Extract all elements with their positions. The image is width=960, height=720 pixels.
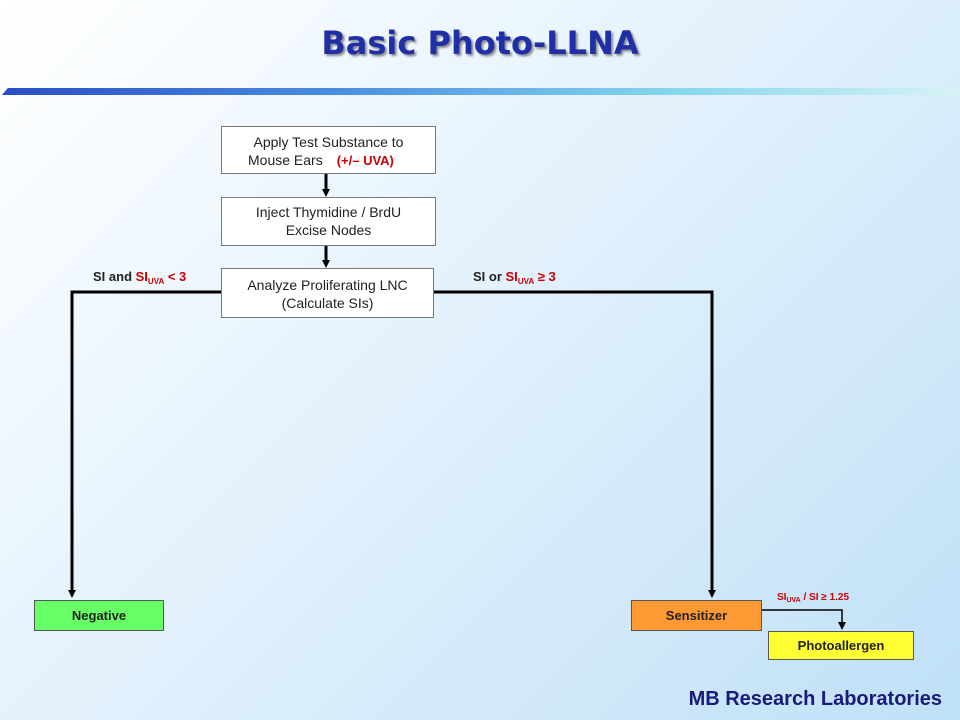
- condition-sensitizer-pre: SI or: [473, 269, 506, 284]
- arrow-to-sensitizer: [434, 290, 716, 598]
- page-title: Basic Photo-LLNA: [321, 24, 639, 62]
- uva-label: (+/– UVA): [336, 153, 394, 168]
- outcome-negative: Negative: [34, 600, 164, 631]
- condition-sensitizer-post: ≥ 3: [534, 269, 556, 284]
- step-inject-line1: Inject Thymidine / BrdU: [255, 204, 402, 220]
- condition-photo-sub: UVA: [786, 597, 801, 604]
- condition-photoallergen: SIUVA / SI ≥ 1.25: [777, 592, 849, 604]
- condition-photo-si: SI: [777, 592, 787, 603]
- condition-sensitizer-si: SI: [505, 269, 518, 284]
- condition-photo-post: / SI ≥ 1.25: [800, 592, 850, 603]
- condition-negative-sub: UVA: [147, 277, 165, 286]
- outcome-sensitizer: Sensitizer: [631, 600, 762, 631]
- step-inject-line2: Excise Nodes: [285, 222, 372, 238]
- footer-organization: MB Research Laboratories: [688, 688, 942, 710]
- condition-negative-si: SI: [135, 269, 148, 284]
- step-analyze-line1: Analyze Proliferating LNC: [247, 277, 408, 293]
- step-apply-line2: Mouse Ears: [248, 152, 323, 168]
- condition-negative: SI and SIUVA < 3: [93, 269, 186, 286]
- outcome-photoallergen: Photoallergen: [768, 631, 914, 660]
- step-apply-line1: Apply Test Substance to: [253, 134, 404, 150]
- condition-negative-post: < 3: [164, 269, 187, 284]
- condition-sensitizer-sub: UVA: [517, 277, 535, 286]
- condition-sensitizer: SI or SIUVA ≥ 3: [473, 269, 556, 286]
- arrow-to-photoallergen: [762, 609, 846, 630]
- arrow-to-negative: [68, 290, 221, 598]
- condition-negative-pre: SI and: [93, 269, 136, 284]
- step-apply-test-substance: Apply Test Substance to Mouse Ears (+/– U…: [221, 126, 436, 174]
- step-inject-thymidine: Inject Thymidine / BrdU Excise Nodes: [221, 197, 436, 246]
- step-analyze-lnc: Analyze Proliferating LNC (Calculate SIs…: [221, 268, 434, 318]
- step-analyze-line2: (Calculate SIs): [281, 295, 374, 311]
